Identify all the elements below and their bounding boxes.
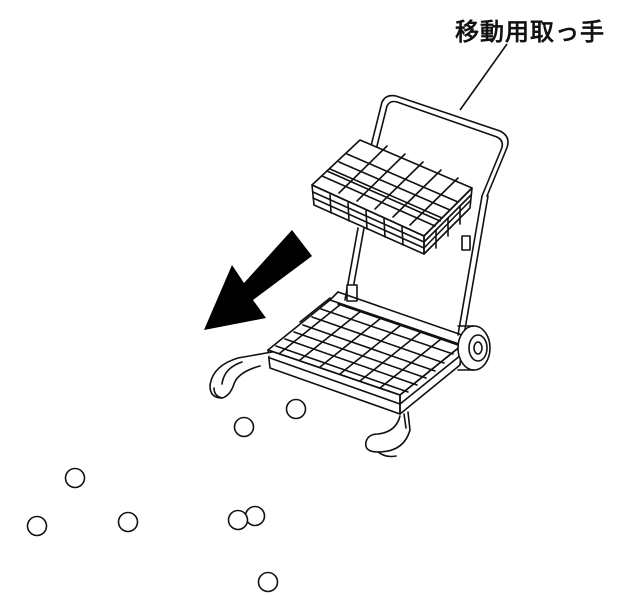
scattered-items <box>26 398 307 593</box>
circle-outline-icon <box>285 398 307 420</box>
callout-leader-line <box>459 43 508 111</box>
cart-foot-right <box>364 411 411 453</box>
cart-wheel <box>457 325 491 371</box>
cart-handle <box>369 94 509 197</box>
handle-callout-label: 移動用取っ手 <box>455 18 605 46</box>
cart-frame-rear <box>457 195 483 336</box>
circle-outline-icon <box>257 571 279 593</box>
shopping-cart-icon <box>209 94 509 458</box>
circle-outline-icon <box>64 467 86 489</box>
cart-foot-left <box>209 351 273 399</box>
lower-platform <box>267 291 463 415</box>
circle-outline-icon <box>233 416 255 438</box>
upper-basket <box>311 139 473 255</box>
circle-outline-icon <box>227 509 249 531</box>
circle-outline-icon <box>244 505 266 527</box>
circle-outline-icon <box>117 511 139 533</box>
arrow-down-left-icon <box>204 230 312 330</box>
circle-outline-icon <box>26 515 48 537</box>
